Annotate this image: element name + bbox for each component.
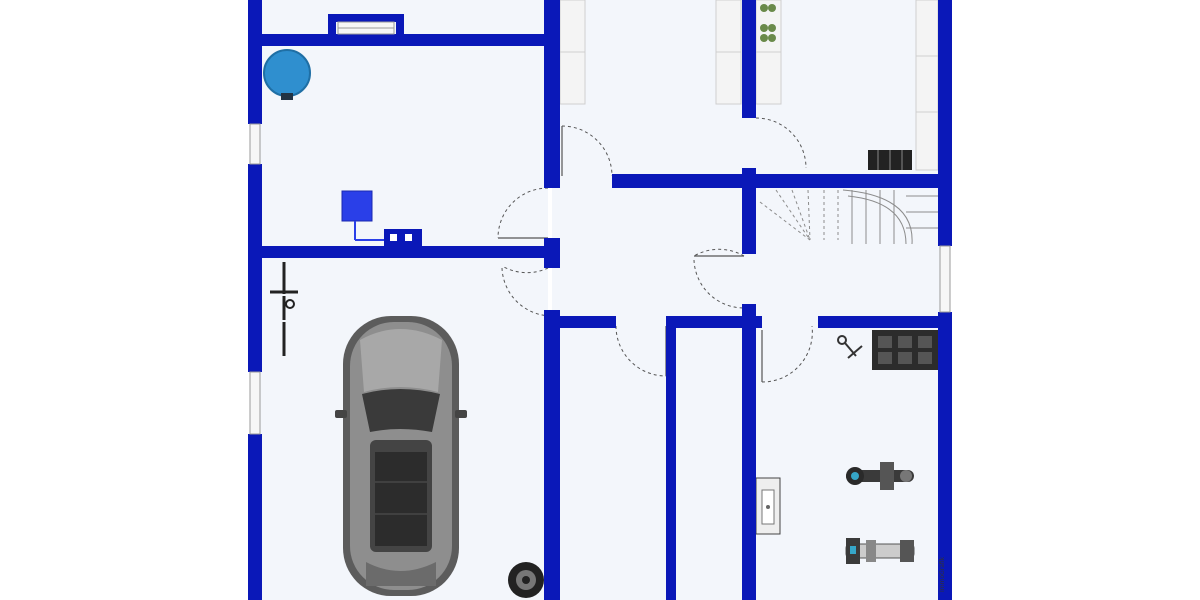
tire-icon bbox=[508, 562, 544, 598]
bicycle-icon bbox=[270, 262, 298, 356]
exercise-bike-icon bbox=[846, 462, 914, 490]
dumbbell-rack-icon bbox=[872, 330, 938, 370]
fitness-equipment bbox=[837, 330, 938, 564]
rowing-machine-icon bbox=[845, 538, 915, 564]
walls bbox=[248, 0, 952, 600]
water-tank-icon bbox=[263, 49, 311, 97]
car-icon bbox=[335, 316, 467, 596]
shelving bbox=[559, 0, 939, 171]
windows bbox=[249, 21, 951, 435]
expander-icon bbox=[837, 335, 863, 359]
boiler-icon bbox=[341, 190, 373, 222]
room-garage bbox=[270, 262, 544, 598]
washbasin-icon bbox=[755, 477, 781, 535]
staircase-icon bbox=[759, 189, 938, 245]
room-boiler bbox=[263, 49, 422, 247]
credit-watermark: ImmoGrafik bbox=[939, 556, 946, 592]
